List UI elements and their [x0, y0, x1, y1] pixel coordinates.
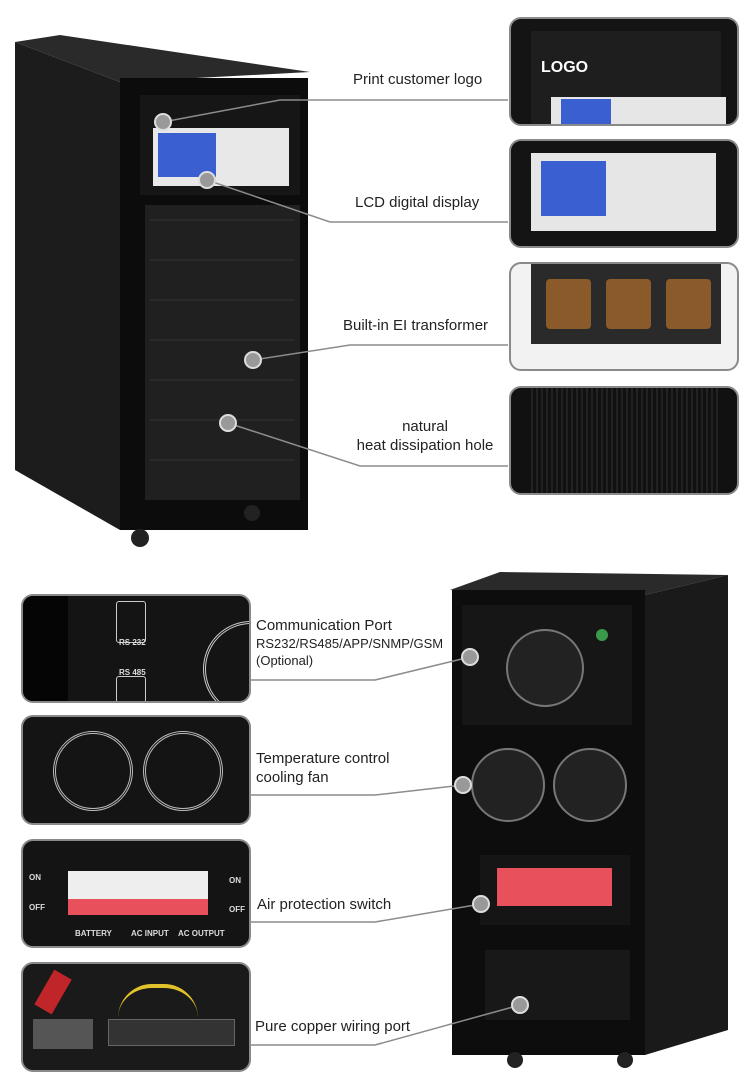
comm-port-note: (Optional) [256, 653, 314, 668]
ac-output-label: AC OUTPUT [178, 929, 225, 938]
thumb-wiring-port [21, 962, 251, 1072]
callout-dots [154, 113, 529, 1014]
thumb-cooling-fan [21, 715, 251, 825]
thumb-comm-port: RS 232 RS 485 [21, 594, 251, 703]
off-right: OFF [229, 905, 245, 914]
thumb-lcd [509, 139, 739, 248]
thumb-air-switch: ON OFF ON OFF BATTERY AC INPUT AC OUTPUT [21, 839, 251, 948]
feature-label-transformer: Built-in EI transformer [343, 317, 489, 334]
off-left: OFF [29, 903, 45, 912]
ac-input-label: AC INPUT [131, 929, 169, 938]
rs232-label: RS 232 [119, 638, 146, 647]
battery-label: BATTERY [75, 929, 112, 938]
thumb-logo: LOGO [509, 17, 739, 126]
logo-text: LOGO [541, 59, 589, 76]
on-right: ON [229, 876, 241, 885]
on-left: ON [29, 873, 41, 882]
fan-line2: cooling fan [256, 769, 329, 786]
fan-line1: Temperature control [256, 750, 390, 767]
thumb-transformer [509, 262, 739, 371]
thumb-heat-holes [509, 386, 739, 495]
heat-line1: natural [402, 418, 448, 435]
feature-label-wiring: Pure copper wiring port [255, 1018, 411, 1035]
heat-line2: heat dissipation hole [356, 437, 494, 454]
comm-port-detail: RS232/RS485/APP/SNMP/GSM [256, 636, 444, 651]
top-cabinet [15, 35, 310, 547]
callout-lines [162, 99, 521, 1046]
rs485-label: RS 485 [119, 668, 146, 677]
feature-label-fan: Temperature control cooling fan [256, 749, 389, 787]
bottom-cabinet [450, 572, 728, 1068]
feature-label-heat: natural heat dissipation hole [340, 417, 510, 455]
feature-label-logo: Print customer logo [353, 71, 483, 88]
feature-label-air-switch: Air protection switch [257, 896, 392, 913]
feature-label-comm-port: Communication Port RS232/RS485/APP/SNMP/… [256, 616, 443, 669]
comm-port-title: Communication Port [256, 617, 392, 634]
feature-label-lcd: LCD digital display [355, 194, 480, 211]
